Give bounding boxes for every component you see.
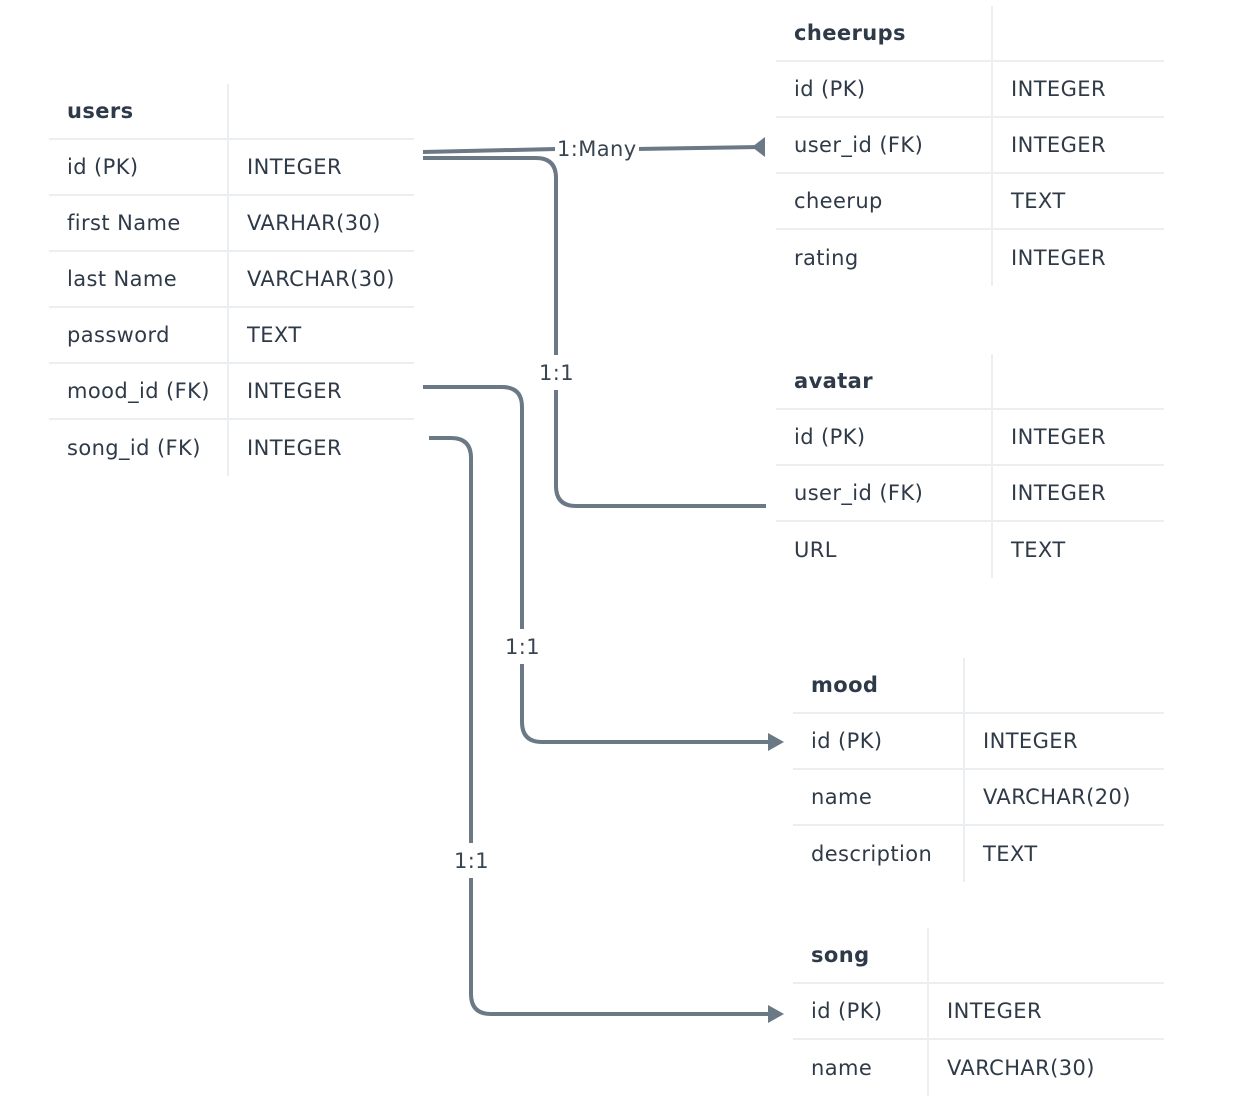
field-type: VARHAR(30)	[229, 196, 414, 252]
table-title: mood	[793, 658, 965, 714]
arrow-to-song	[768, 1005, 784, 1023]
field-type: INTEGER	[993, 62, 1164, 118]
field-type: INTEGER	[965, 714, 1164, 770]
field-name: password	[49, 308, 229, 364]
field-type: INTEGER	[1011, 246, 1106, 270]
arrow-to-mood	[768, 733, 784, 751]
table-song: song id (PK) INTEGER name VARCHAR(30)	[793, 928, 1164, 1096]
field-type: INTEGER	[229, 364, 414, 420]
field-type: INTEGER	[229, 140, 414, 196]
field-type: INTEGER	[993, 466, 1164, 522]
field-name: description	[793, 826, 965, 882]
field-type: INTEGER	[993, 410, 1164, 466]
field-name: user_id (FK)	[776, 466, 993, 522]
relationship-label-song: 1:1	[452, 849, 491, 873]
field-type: VARCHAR(30)	[947, 1056, 1095, 1080]
table-avatar: avatar id (PK) INTEGER user_id (FK) INTE…	[776, 354, 1164, 578]
table-title: cheerups	[776, 6, 993, 62]
relationship-label-mood: 1:1	[503, 635, 542, 659]
field-type: INTEGER	[993, 118, 1164, 174]
field-name: id (PK)	[793, 714, 965, 770]
field-name: id (PK)	[776, 410, 993, 466]
table-cheerups: cheerups id (PK) INTEGER user_id (FK) IN…	[776, 6, 1164, 286]
table-title-spacer	[993, 6, 1164, 62]
table-users: users id (PK) INTEGER first Name VARHAR(…	[49, 84, 414, 476]
field-name: URL	[776, 522, 993, 578]
connector-users-mood	[423, 385, 770, 744]
relationship-label-avatar: 1:1	[537, 361, 576, 385]
table-title-spacer	[229, 84, 414, 140]
table-title: avatar	[776, 354, 993, 410]
field-name: name	[793, 1040, 929, 1096]
field-name: name	[793, 770, 965, 826]
table-title-spacer	[993, 354, 1164, 410]
relationship-label-cheerups: 1:Many	[555, 137, 639, 161]
field-type: VARCHAR(30)	[229, 252, 414, 308]
table-title-spacer	[929, 928, 1164, 984]
field-name: id (PK)	[793, 984, 929, 1040]
field-name: last Name	[49, 252, 229, 308]
field-type: TEXT	[1011, 538, 1066, 562]
field-type: TEXT	[993, 174, 1164, 230]
field-name: cheerup	[776, 174, 993, 230]
field-name: mood_id (FK)	[49, 364, 229, 420]
field-name: first Name	[49, 196, 229, 252]
field-name: rating	[776, 230, 993, 286]
field-name: song_id (FK)	[49, 420, 229, 476]
table-title-spacer	[965, 658, 1164, 714]
field-type: VARCHAR(20)	[965, 770, 1164, 826]
field-name: user_id (FK)	[776, 118, 993, 174]
field-type: TEXT	[983, 842, 1038, 866]
many-end-marker	[752, 137, 765, 157]
field-type: INTEGER	[247, 436, 342, 460]
table-title: users	[49, 84, 229, 140]
table-mood: mood id (PK) INTEGER name VARCHAR(20) de…	[793, 658, 1164, 882]
table-title: song	[793, 928, 929, 984]
field-type: INTEGER	[929, 984, 1164, 1040]
field-name: id (PK)	[776, 62, 993, 118]
field-type: TEXT	[229, 308, 414, 364]
field-name: id (PK)	[49, 140, 229, 196]
connector-users-avatar	[423, 156, 766, 508]
connector-users-song	[429, 436, 770, 1016]
connector-users-cheerups	[422, 145, 761, 154]
